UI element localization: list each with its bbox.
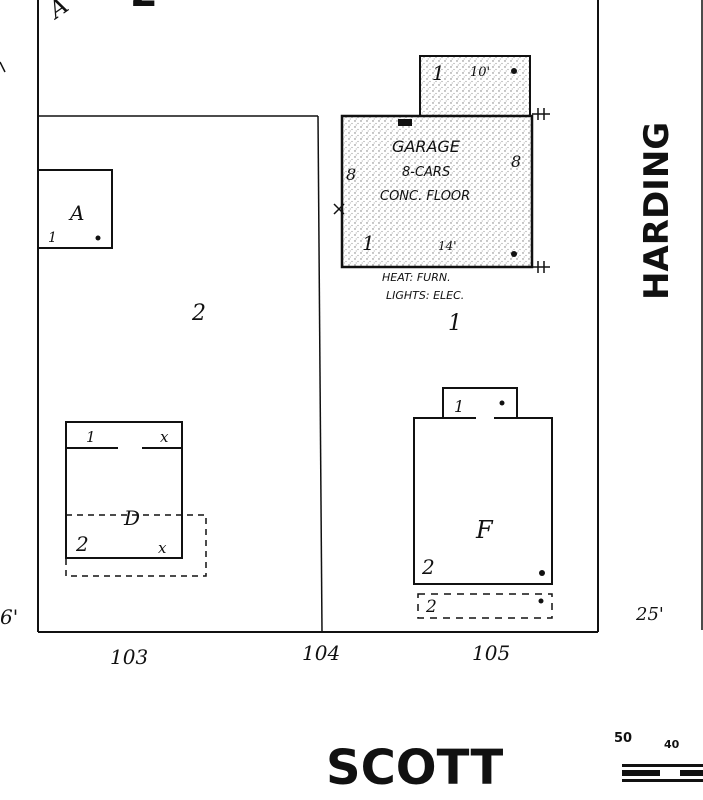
building-d-porch-stories: 1 <box>86 428 96 446</box>
scale-label-40: 40 <box>664 738 680 751</box>
garage-height-right: 8 <box>511 152 521 171</box>
lot-lines <box>38 115 323 633</box>
annex-stories: 1 <box>432 61 445 85</box>
building-f-annex-stories: 1 <box>454 397 464 416</box>
building-d-mark: x <box>158 539 167 557</box>
building-a: A 1 <box>37 169 113 249</box>
garage-stories: 1 <box>362 231 375 255</box>
garage-building: GARAGE 8-CARS CONC. FLOOR 8 8 1 14' <box>333 108 550 273</box>
garage-title: GARAGE <box>392 137 461 156</box>
building-d-porch-mark: x <box>160 428 169 446</box>
block-fragment-label: A <box>42 0 74 25</box>
garage-heat-note: HEAT: FURN. <box>382 271 451 284</box>
lot-number-104: 104 <box>302 641 340 665</box>
garage-dimension: 14' <box>438 239 457 253</box>
building-a-letter: A <box>68 201 84 225</box>
edge-mark <box>0 61 6 73</box>
garage-below-stories: 1 <box>448 311 462 336</box>
building-d: 1 x D 2 x <box>65 421 207 577</box>
building-a-stories: 1 <box>48 230 57 246</box>
garage-annex: 1 10' <box>419 55 531 117</box>
garage-capacity: 8-CARS <box>402 165 450 180</box>
building-f-stories: 2 <box>421 555 435 579</box>
garage-floor: CONC. FLOOR <box>380 189 470 204</box>
scale-label-50: 50 <box>614 731 632 746</box>
street-scott: SCOTT <box>326 740 503 796</box>
building-d-stories: 2 <box>75 532 89 556</box>
lot-number-105: 105 <box>472 641 510 665</box>
garage-height-left: 8 <box>346 165 356 184</box>
annex-dimension: 10' <box>470 65 490 80</box>
frontage-east: 25' <box>635 604 664 625</box>
building-f-porch-stories: 2 <box>425 597 437 617</box>
building-f-letter: F <box>475 516 494 544</box>
building-d-letter: D <box>123 506 140 530</box>
frontage-west: 6' <box>0 605 18 629</box>
block-number-partial: 2 <box>130 0 158 16</box>
garage-lights-note: LIGHTS: ELEC. <box>386 289 464 302</box>
lot-number-103: 103 <box>110 645 148 669</box>
block-outline <box>37 0 599 633</box>
street-harding: HARDING <box>637 122 677 300</box>
building-f: 1 F 2 2 <box>413 387 553 619</box>
lot-story-label: 2 <box>191 301 206 326</box>
scale-bar: 50 40 <box>614 731 703 782</box>
